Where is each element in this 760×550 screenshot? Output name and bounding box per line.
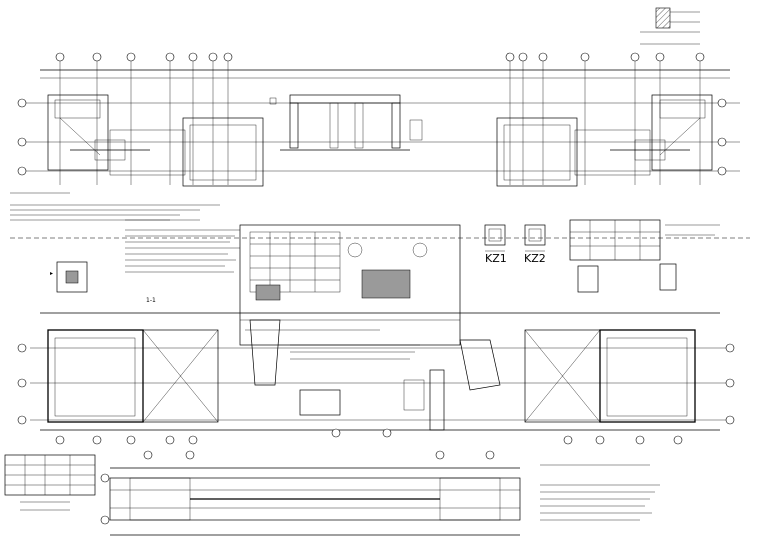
center-schedule-table: [239, 224, 461, 346]
bottom-right-notes: [540, 464, 660, 521]
bottom-left-table: [4, 454, 96, 511]
section-label-1-1: 1-1: [146, 297, 156, 304]
lower-center-details: [249, 319, 501, 431]
top-plan-grid: [20, 60, 740, 185]
top-axis-bubbles: [17, 52, 727, 176]
column-kz1-label: KZ1: [485, 252, 507, 265]
top-center-frame-elevation: [269, 94, 423, 151]
bottom-long-section: [100, 450, 521, 536]
lower-right-foundation: [524, 329, 696, 423]
top-left-foundation-plan: [47, 94, 264, 187]
middle-left-notes: [125, 219, 240, 273]
top-left-notes: [10, 192, 220, 221]
lower-plan-grid: [30, 312, 730, 431]
section-1-1-detail: ▸: [50, 261, 88, 293]
right-rebar-details: [569, 219, 720, 293]
column-kz1: [484, 224, 506, 252]
svg-text:▸: ▸: [50, 270, 53, 277]
column-kz2-label: KZ2: [524, 252, 546, 265]
lower-left-foundation: [47, 329, 219, 423]
top-right-detail: [640, 7, 700, 45]
column-kz2: [524, 224, 546, 252]
top-right-foundation-plan: [496, 94, 713, 187]
lower-axis-bubbles: [17, 343, 735, 445]
